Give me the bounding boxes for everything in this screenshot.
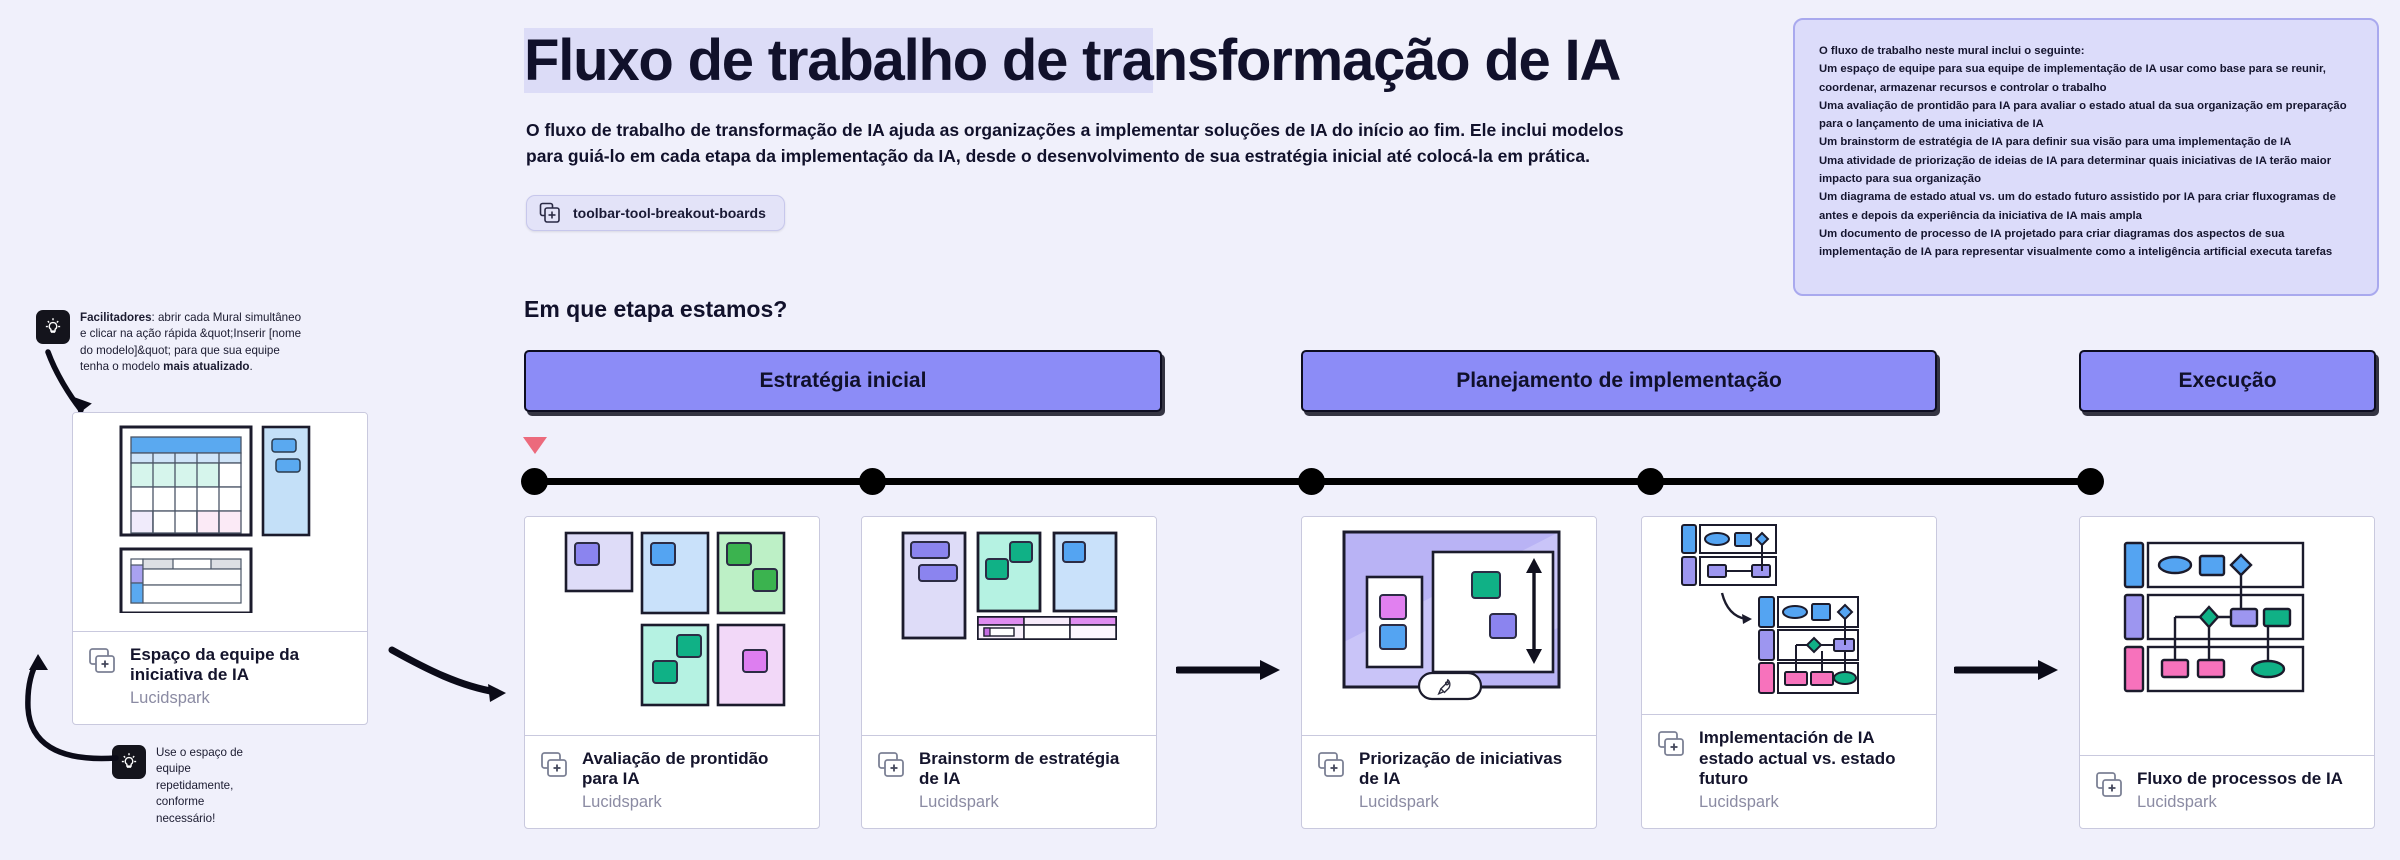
card-source: Lucidspark — [582, 793, 662, 812]
card-footer: Priorização de iniciativas de IA Lucidsp… — [1302, 734, 1596, 828]
card-footer: Implementación de IA estado actual vs. e… — [1642, 714, 1936, 828]
info-line: Um documento de processo de IA projetado… — [1819, 227, 2333, 259]
hint-note-facilitators: Facilitadores: abrir cada Mural simultân… — [36, 310, 306, 376]
card-thumbnail — [862, 517, 1156, 735]
page-subtitle: O fluxo de trabalho de transformação de … — [526, 120, 1624, 166]
card-brainstorm-estrategia[interactable]: Brainstorm de estratégia de IA Lucidspar… — [861, 516, 1157, 829]
card-title: Priorização de iniciativas de IA — [1359, 748, 1563, 789]
card-footer: Brainstorm de estratégia de IA Lucidspar… — [862, 734, 1156, 828]
phase-label: Estratégia inicial — [759, 369, 927, 392]
hint-note-text: Facilitadores: abrir cada Mural simultân… — [80, 310, 305, 376]
card-thumbnail — [525, 517, 819, 735]
phase-band-estrategia-inicial[interactable]: Estratégia inicial — [524, 350, 1162, 412]
duplicate-board-icon[interactable] — [2096, 772, 2126, 798]
arrow-teamspace-to-readiness — [388, 646, 506, 702]
card-footer: Fluxo de processos de IA Lucidspark — [2080, 755, 2374, 828]
phase-band-execucao[interactable]: Execução — [2079, 350, 2376, 412]
duplicate-board-icon[interactable] — [878, 751, 908, 778]
hint-note-text: Use o espaço de equipe repetidamente, co… — [156, 746, 244, 825]
card-fluxo-processos-ia[interactable]: Fluxo de processos de IA Lucidspark — [2079, 516, 2375, 829]
hint-body: : abrir cada Mural simultâneo e clicar n… — [80, 311, 302, 374]
card-source: Lucidspark — [919, 793, 999, 812]
card-title: Fluxo de processos de IA — [2137, 769, 2343, 789]
page-title: Fluxo de trabalho de transformação de IA — [524, 28, 1622, 95]
card-title: Espaço da equipe da iniciativa de IA — [130, 644, 300, 685]
toolbar-tool-breakout-boards-button[interactable]: toolbar-tool-breakout-boards — [526, 195, 785, 231]
card-espaco-da-equipe[interactable]: Espaço da equipe da iniciativa de IA Luc… — [72, 412, 368, 725]
timeline-dot-5[interactable] — [2077, 468, 2104, 495]
breakout-boards-icon — [539, 202, 561, 224]
toolbar-tool-label: toolbar-tool-breakout-boards — [573, 205, 766, 221]
hint-to-teamspace-arrow — [45, 349, 92, 414]
duplicate-board-icon[interactable] — [1318, 751, 1348, 778]
duplicate-board-icon[interactable] — [1658, 731, 1688, 757]
card-thumbnail — [1302, 517, 1596, 735]
card-priorizacao-iniciativas[interactable]: Priorização de iniciativas de IA Lucidsp… — [1301, 516, 1597, 829]
card-footer: Espaço da equipe da iniciativa de IA Luc… — [73, 630, 367, 724]
hint-note-reuse: Use o espaço de equipe repetidamente, co… — [112, 745, 312, 827]
card-source: Lucidspark — [1699, 793, 1779, 812]
info-line: Um brainstorm de estratégia de IA para d… — [1819, 136, 2292, 149]
info-line: Uma avaliação de prontidão para IA para … — [1819, 99, 2347, 131]
card-source: Lucidspark — [1359, 793, 1439, 812]
timeline-dot-4[interactable] — [1637, 468, 1664, 495]
timeline-dot-3[interactable] — [1298, 468, 1325, 495]
arrow-brainstorm-to-prioritization — [1176, 660, 1280, 680]
card-title: Avaliação de prontidão para IA — [582, 748, 769, 789]
section-title-stage: Em que etapa estamos? — [524, 296, 788, 322]
reuse-loop-arrow — [25, 654, 119, 762]
duplicate-board-icon[interactable] — [541, 751, 571, 778]
page-title-highlight: Fluxo de trabalho de tra — [524, 28, 1154, 93]
duplicate-board-icon[interactable] — [89, 647, 119, 674]
hint-punct: . — [249, 360, 253, 374]
workflow-contents-panel: O fluxo de trabalho neste mural inclui o… — [1793, 18, 2379, 296]
card-thumbnail — [73, 413, 367, 631]
card-avaliacao-prontidao[interactable]: Avaliação de prontidão para IA Lucidspar… — [524, 516, 820, 829]
card-source: Lucidspark — [130, 689, 210, 708]
card-title: Brainstorm de estratégia de IA — [919, 748, 1120, 789]
timeline-current-marker-icon — [523, 437, 547, 454]
timeline-dot-2[interactable] — [859, 468, 886, 495]
hint-bold-tail: mais atualizado — [163, 360, 250, 374]
info-intro: O fluxo de trabalho neste mural inclui o… — [1819, 45, 2085, 57]
card-thumbnail — [2080, 517, 2374, 756]
page-title-rest: nsformação de IA — [1152, 28, 1622, 93]
card-thumbnail — [1642, 517, 1936, 714]
timeline-dot-1[interactable] — [521, 468, 548, 495]
lightbulb-icon — [36, 310, 70, 344]
info-line: Uma atividade de priorização de ideias d… — [1819, 154, 2332, 186]
lightbulb-icon — [112, 745, 146, 779]
card-footer: Avaliação de prontidão para IA Lucidspar… — [525, 734, 819, 828]
hint-bold-lead: Facilitadores — [80, 311, 152, 324]
arrow-currentfuture-to-processflow — [1954, 660, 2058, 680]
phase-label: Planejamento de implementação — [1456, 369, 1782, 392]
card-title: Implementación de IA estado actual vs. e… — [1699, 728, 1896, 789]
card-implementacion-estado-actual-futuro[interactable]: Implementación de IA estado actual vs. e… — [1641, 516, 1937, 829]
phase-label: Execução — [2178, 369, 2277, 392]
card-source: Lucidspark — [2137, 793, 2217, 812]
info-line: Um espaço de equipe para sua equipe de i… — [1819, 63, 2326, 94]
phase-band-planejamento-implementacao[interactable]: Planejamento de implementação — [1301, 350, 1937, 412]
info-line: Um diagrama de estado atual vs. um do es… — [1819, 191, 2336, 222]
